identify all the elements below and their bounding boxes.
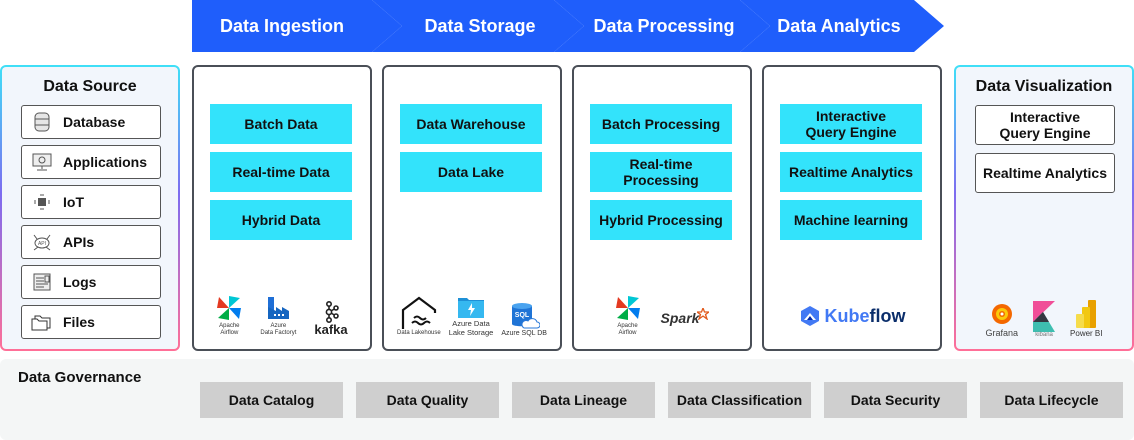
logo-caption: Azure Data Lake Storage [448,319,494,337]
analytics-item-realtime-analytics: Realtime Analytics [780,152,922,192]
storage-column: Data Warehouse Data Lake Data Lakehouse … [382,65,562,351]
source-item-logs: Logs [21,265,161,299]
stage-data-processing: Data Processing [554,0,770,52]
azure-data-lake-storage-logo: Azure Data Lake Storage [448,295,494,337]
svg-text:SQL: SQL [515,312,530,319]
analytics-item-machine-learning: Machine learning [780,200,922,240]
source-item-label: Files [63,314,95,330]
storage-item-data-lake: Data Lake [400,152,542,192]
database-icon [31,112,53,132]
viz-item-interactive-query-engine: Interactive Query Engine [975,105,1115,145]
data-source-panel: Data Source Database Applications IoT AP… [0,65,180,351]
logo-caption: Power BI [1070,329,1103,338]
governance-item-data-lifecycle: Data Lifecycle [980,382,1123,418]
data-source-title: Data Source [43,78,137,95]
processing-item-batch-processing: Batch Processing [590,104,732,144]
stage-label: Data Processing [593,15,735,36]
logo-caption: Azure Data Factoryt [260,323,297,336]
logo-caption-flow: flow [869,306,906,326]
stage-label: Data Ingestion [219,15,344,36]
stage-data-analytics: Data Analytics [740,0,944,52]
data-governance-section: Data Governance Data Catalog Data Qualit… [0,359,1134,440]
azure-data-factory-logo: Azure Data Factoryt [260,295,296,337]
svg-text:API: API [38,241,46,247]
apache-airflow-logo: Apache Airflow [615,295,641,337]
source-item-database: Database [21,105,161,139]
logo-caption: Apache Airflow [617,323,638,336]
processing-item-hybrid-processing: Hybrid Processing [590,200,732,240]
source-item-files: Files [21,305,161,339]
kafka-logo: kafka [314,301,348,337]
ingestion-column: Batch Data Real-time Data Hybrid Data Ap… [192,65,372,351]
stage-label: Data Analytics [777,15,901,36]
logo-caption: Azure SQL DB [501,330,547,337]
processing-item-real-time-processing: Real-time Processing [590,152,732,192]
power-bi-logo: Power BI [1070,299,1103,339]
logo-caption-kube: Kube [824,306,870,326]
logo-caption: Apache Airflow [219,323,240,336]
folders-icon [31,312,53,332]
viz-item-realtime-analytics: Realtime Analytics [975,153,1115,193]
logo-caption: Grafana [985,328,1019,338]
governance-item-data-lineage: Data Lineage [512,382,655,418]
governance-item-data-security: Data Security [824,382,967,418]
data-lakehouse-logo: Data Lakehouse [397,296,441,337]
source-item-label: APIs [63,234,95,250]
data-visualization-title: Data Visualization [975,78,1113,95]
logs-icon [31,272,53,292]
source-item-label: Applications [63,154,148,170]
storage-item-data-warehouse: Data Warehouse [400,104,542,144]
source-item-label: Logs [63,274,97,290]
monitor-icon [31,152,53,172]
apache-spark-logo: Spark [660,308,710,326]
logo-caption: Data Lakehouse [397,330,441,336]
stage-data-ingestion: Data Ingestion [192,0,402,52]
logo-caption: kibana [1035,332,1053,338]
apache-airflow-logo: Apache Airflow [216,295,242,337]
processing-column: Batch Processing Real-time Processing Hy… [572,65,752,351]
analytics-item-interactive-query-engine: Interactive Query Engine [780,104,922,144]
stage-label: Data Storage [424,15,536,36]
data-governance-title: Data Governance [18,369,142,386]
governance-item-data-catalog: Data Catalog [200,382,343,418]
api-cloud-icon: API [31,232,53,252]
ingestion-item-real-time-data: Real-time Data [210,152,352,192]
source-item-iot: IoT [21,185,161,219]
governance-item-data-classification: Data Classification [668,382,811,418]
data-visualization-panel: Data Visualization Interactive Query Eng… [954,65,1134,351]
ingestion-item-batch-data: Batch Data [210,104,352,144]
grafana-logo: Grafana [985,300,1019,339]
ingestion-item-hybrid-data: Hybrid Data [210,200,352,240]
azure-sql-db-logo: SQL Azure SQL DB [501,302,547,337]
source-item-applications: Applications [21,145,161,179]
logo-caption: kafka [314,322,348,337]
kibana-logo: kibana [1032,300,1056,339]
analytics-column: Interactive Query Engine Realtime Analyt… [762,65,942,351]
iot-chip-icon [31,192,53,212]
governance-item-data-quality: Data Quality [356,382,499,418]
source-item-label: IoT [63,194,84,210]
stage-data-storage: Data Storage [372,0,584,52]
source-item-label: Database [63,114,126,130]
logo-caption: Spark [660,310,700,326]
source-item-apis: API APIs [21,225,161,259]
